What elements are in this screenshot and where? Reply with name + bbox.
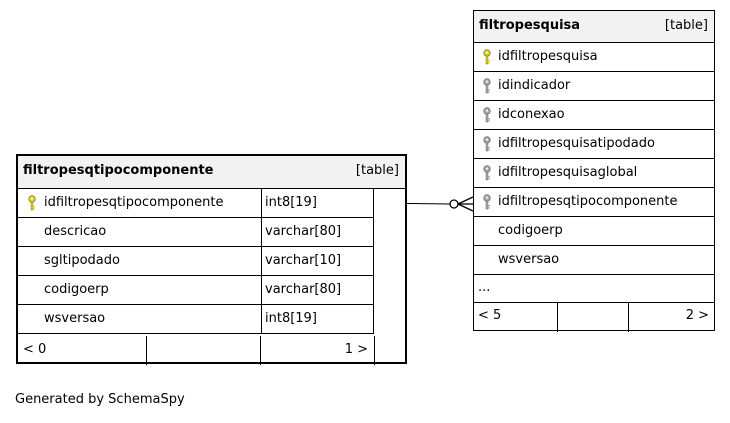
- column-divider: [261, 276, 262, 305]
- footer-spacer: [558, 303, 629, 332]
- table-row[interactable]: codigoerp varchar[80]: [18, 276, 374, 305]
- table-row[interactable]: sgltipodado varchar[10]: [18, 247, 374, 276]
- column-type: int8[19]: [265, 195, 317, 210]
- generated-by-label: Generated by SchemaSpy: [15, 392, 185, 407]
- column-name: idfiltropesquisaglobal: [498, 165, 638, 180]
- table-filtropesquisa[interactable]: filtropesquisa [table] idfiltropesquisa i…: [473, 10, 715, 332]
- table-header: filtropesquisa [table]: [474, 11, 714, 43]
- column-name: idfiltropesqtipocomponente: [498, 194, 678, 209]
- table-row[interactable]: idindicador: [474, 72, 714, 101]
- column-name: idfiltropesqtipocomponente: [44, 195, 224, 210]
- table-filtropesqtipocomponente[interactable]: filtropesqtipocomponente [table] idfiltr…: [16, 154, 407, 365]
- table-footer: < 5 2 >: [474, 303, 714, 332]
- table-row[interactable]: idfiltropesqtipocomponente: [474, 188, 714, 217]
- optional-marker: [449, 199, 459, 209]
- footer-spacer: [147, 336, 261, 365]
- table-row[interactable]: wsversao: [474, 246, 714, 275]
- table-row[interactable]: idfiltropesquisa: [474, 43, 714, 72]
- column-name: idfiltropesquisatipodado: [498, 136, 655, 151]
- column-name: descricao: [44, 224, 107, 239]
- table-header: filtropesqtipocomponente [table]: [18, 156, 405, 189]
- column-divider: [261, 305, 262, 334]
- table-row[interactable]: descricao varchar[80]: [18, 218, 374, 247]
- table-row[interactable]: idfiltropesquisatipodado: [474, 130, 714, 159]
- table-name: filtropesquisa: [479, 18, 581, 33]
- column-name: wsversao: [498, 252, 560, 267]
- children-count[interactable]: < 0: [18, 336, 147, 365]
- ellipsis-row: ...: [474, 275, 714, 303]
- crowfoot-line-top: [457, 196, 474, 205]
- column-divider: [261, 189, 262, 218]
- column-name: codigoerp: [44, 282, 109, 297]
- column-name: idconexao: [498, 107, 565, 122]
- column-name: sgltipodado: [44, 253, 120, 268]
- column-name: idfiltropesquisa: [498, 49, 598, 64]
- parents-count[interactable]: 2 >: [685, 308, 709, 323]
- column-divider: [261, 247, 262, 276]
- children-count[interactable]: < 5: [474, 303, 558, 332]
- column-type: varchar[80]: [265, 282, 342, 297]
- table-footer: < 0 1 >: [18, 336, 405, 365]
- table-row[interactable]: wsversao int8[19]: [18, 305, 374, 334]
- table-row[interactable]: idconexao: [474, 101, 714, 130]
- table-kind-label: [table]: [355, 163, 399, 178]
- more-columns-indicator: ...: [478, 280, 491, 295]
- column-type: varchar[10]: [265, 253, 342, 268]
- crowfoot-line-bottom: [457, 203, 474, 212]
- column-name: idindicador: [498, 78, 571, 93]
- parents-count[interactable]: 1 >: [261, 336, 375, 365]
- table-name: filtropesqtipocomponente: [23, 163, 214, 178]
- column-name: wsversao: [44, 311, 106, 326]
- column-name: codigoerp: [498, 223, 563, 238]
- column-type: varchar[80]: [265, 224, 342, 239]
- table-kind-label: [table]: [664, 18, 708, 33]
- column-divider: [261, 218, 262, 247]
- table-row[interactable]: idfiltropesquisaglobal: [474, 159, 714, 188]
- table-row[interactable]: idfiltropesqtipocomponente int8[19]: [18, 189, 374, 218]
- table-row[interactable]: codigoerp: [474, 217, 714, 246]
- column-type: int8[19]: [265, 311, 317, 326]
